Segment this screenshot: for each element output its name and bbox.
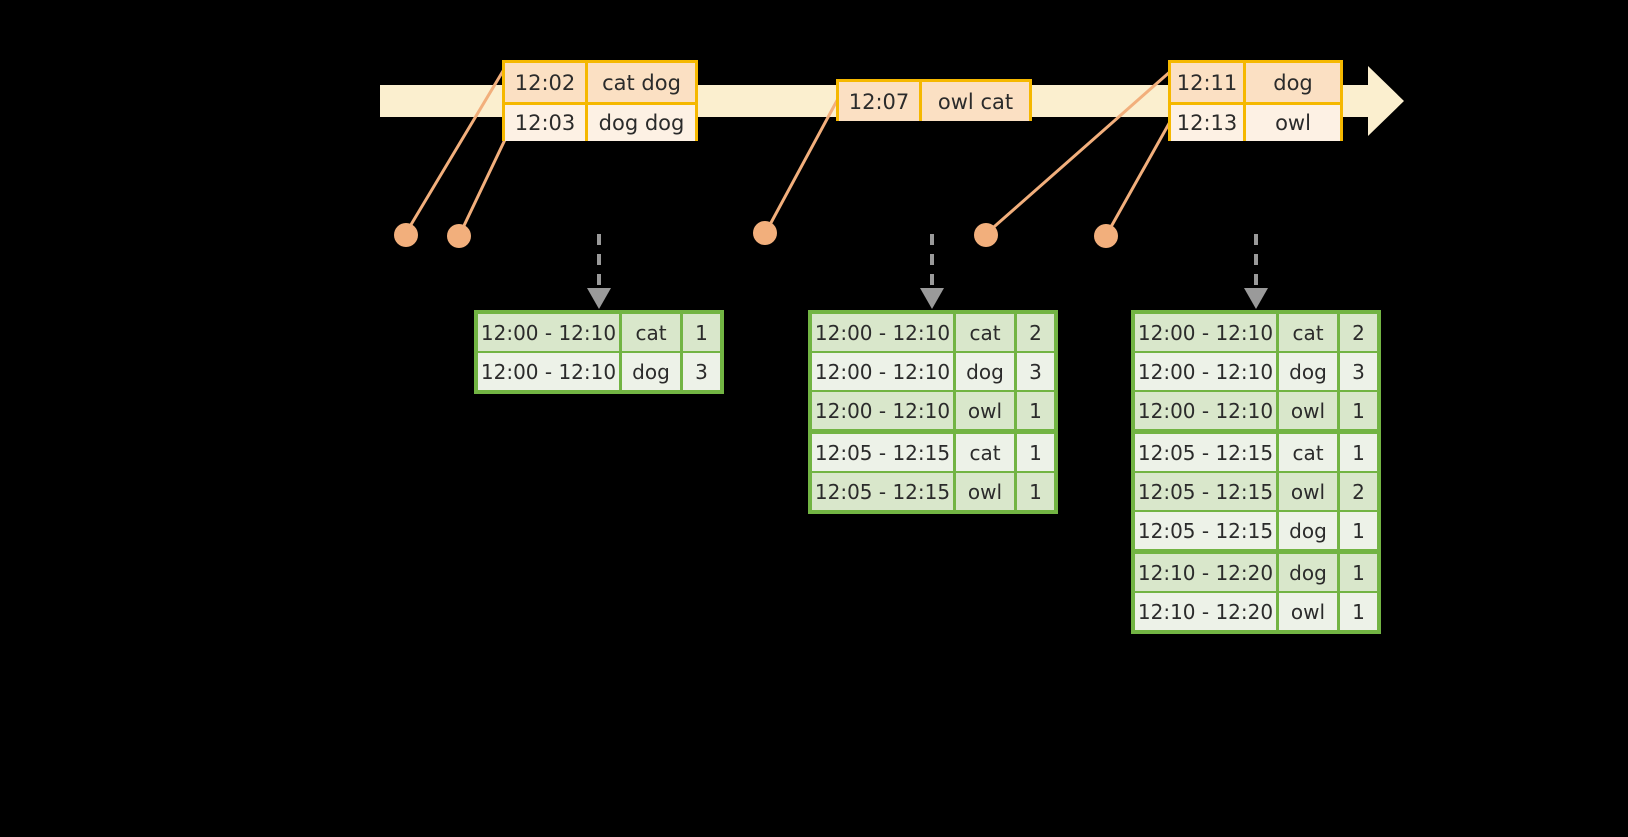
event-group-3[interactable]: 12:11 dog 12:13 owl [1168,60,1343,141]
count-cell: 2 [1340,314,1377,351]
key-cell: owl [1279,473,1340,510]
key-cell: cat [1279,434,1340,471]
count-cell: 1 [1340,392,1377,429]
key-cell: cat [956,314,1017,351]
flow-arrow-3 [1244,234,1268,309]
key-cell: dog [1279,353,1340,390]
event-time: 12:03 [505,105,588,141]
count-cell: 3 [1340,353,1377,390]
table-row[interactable]: 12:10 - 12:20 dog 1 [1135,554,1377,591]
table-row[interactable]: 12:00 - 12:10 dog 3 [1135,353,1377,390]
table-row[interactable]: 12:00 - 12:10 owl 1 [1135,392,1377,429]
marker-dot [974,223,998,247]
window-cell: 12:05 - 12:15 [812,434,956,471]
marker-dot [447,224,471,248]
window-cell: 12:05 - 12:15 [1135,434,1279,471]
window-cell: 12:00 - 12:10 [1135,353,1279,390]
event-time: 12:02 [505,63,588,102]
marker-dot [1094,224,1118,248]
event-value: dog dog [588,105,695,141]
event-markers [394,221,1118,248]
count-cell: 1 [1017,392,1054,429]
flow-arrow-1 [587,234,611,309]
table-row[interactable]: 12:05 - 12:15 cat 1 [1135,434,1377,471]
window-cell: 12:00 - 12:10 [1135,392,1279,429]
event-row[interactable]: 12:03 dog dog [505,102,695,141]
table-row[interactable]: 12:00 - 12:10 cat 2 [812,314,1054,351]
window-cell: 12:00 - 12:10 [812,314,956,351]
event-value: cat dog [588,63,695,102]
window-cell: 12:00 - 12:10 [812,392,956,429]
table-row[interactable]: 12:00 - 12:10 cat 2 [1135,314,1377,351]
key-cell: cat [956,434,1017,471]
key-cell: owl [1279,593,1340,630]
count-cell: 3 [683,353,720,390]
window-cell: 12:00 - 12:10 [478,314,622,351]
key-cell: dog [956,353,1017,390]
key-cell: owl [956,392,1017,429]
event-row[interactable]: 12:07 owl cat [839,82,1029,121]
table-row[interactable]: 12:05 - 12:15 owl 1 [812,473,1054,510]
window-cell: 12:00 - 12:10 [1135,314,1279,351]
key-cell: cat [622,314,683,351]
window-cell: 12:10 - 12:20 [1135,554,1279,591]
count-cell: 1 [683,314,720,351]
key-cell: dog [622,353,683,390]
flow-arrows [587,234,1268,309]
count-cell: 1 [1340,512,1377,549]
window-cell: 12:05 - 12:15 [812,473,956,510]
event-row[interactable]: 12:02 cat dog [505,63,695,102]
window-cell: 12:10 - 12:20 [1135,593,1279,630]
window-cell: 12:00 - 12:10 [478,353,622,390]
result-table-1[interactable]: 12:00 - 12:10 cat 1 12:00 - 12:10 dog 3 [474,310,724,394]
table-row[interactable]: 12:05 - 12:15 owl 2 [1135,473,1377,510]
table-row[interactable]: 12:10 - 12:20 owl 1 [1135,593,1377,630]
event-row[interactable]: 12:11 dog [1171,63,1340,102]
count-cell: 2 [1017,314,1054,351]
table-row[interactable]: 12:05 - 12:15 dog 1 [1135,512,1377,549]
key-cell: owl [956,473,1017,510]
event-group-1[interactable]: 12:02 cat dog 12:03 dog dog [502,60,698,141]
marker-dot [753,221,777,245]
key-cell: dog [1279,512,1340,549]
table-row[interactable]: 12:00 - 12:10 cat 1 [478,314,720,351]
table-row[interactable]: 12:00 - 12:10 dog 3 [478,353,720,390]
marker-dot [394,223,418,247]
event-value: dog [1246,63,1340,102]
table-row[interactable]: 12:00 - 12:10 dog 3 [812,353,1054,390]
window-cell: 12:00 - 12:10 [812,353,956,390]
count-cell: 2 [1340,473,1377,510]
key-cell: owl [1279,392,1340,429]
key-cell: cat [1279,314,1340,351]
event-value: owl [1246,105,1340,141]
table-row[interactable]: 12:00 - 12:10 owl 1 [812,392,1054,429]
count-cell: 1 [1340,434,1377,471]
event-value: owl cat [922,82,1029,121]
event-time: 12:13 [1171,105,1246,141]
key-cell: dog [1279,554,1340,591]
event-row[interactable]: 12:13 owl [1171,102,1340,141]
count-cell: 1 [1017,434,1054,471]
count-cell: 1 [1340,554,1377,591]
count-cell: 1 [1017,473,1054,510]
flow-arrow-2 [920,234,944,309]
count-cell: 1 [1340,593,1377,630]
window-cell: 12:05 - 12:15 [1135,512,1279,549]
window-cell: 12:05 - 12:15 [1135,473,1279,510]
event-group-2[interactable]: 12:07 owl cat [836,79,1032,121]
result-table-3[interactable]: 12:00 - 12:10 cat 2 12:00 - 12:10 dog 3 … [1131,310,1381,634]
table-row[interactable]: 12:05 - 12:15 cat 1 [812,434,1054,471]
event-time: 12:11 [1171,63,1246,102]
count-cell: 3 [1017,353,1054,390]
event-time: 12:07 [839,82,922,121]
result-table-2[interactable]: 12:00 - 12:10 cat 2 12:00 - 12:10 dog 3 … [808,310,1058,514]
